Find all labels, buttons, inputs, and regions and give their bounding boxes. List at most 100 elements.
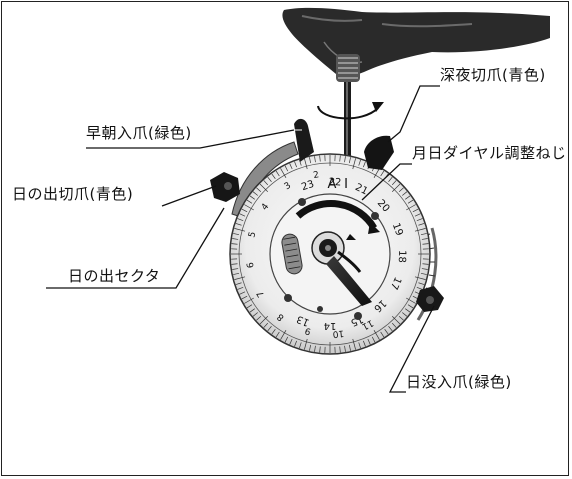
dial-tick [235,223,242,226]
dial-tick [421,268,428,270]
label-month-day-dial-screw: 月日ダイヤル調整ねじ [412,144,567,162]
dial-tick [263,322,269,328]
dial-tick [232,238,239,240]
label-sunrise-off-claw: 日の出切爪(青色) [12,185,134,203]
dial-number: 3 [283,181,293,193]
dial-tick [241,208,248,213]
dial-tick [398,315,404,321]
dial-tick [422,263,429,265]
label-early-morning-claw: 早朝入爪(緑色) [86,124,192,142]
dial-tick [407,304,414,309]
leader-sunrise-off [161,185,217,207]
dial-tick [232,268,239,270]
dial-tick [280,168,287,178]
dial-tick [234,228,246,232]
dial-tick [363,340,366,347]
dial-tick [348,344,351,351]
dial-tick [339,346,341,353]
dial-tick [380,170,385,177]
leader-early-morning [86,129,295,149]
dial-tick [299,159,302,166]
dial-number: 18 [396,250,407,263]
dial-tick [246,199,253,204]
dial-tick [259,315,269,325]
dial-tick [235,282,242,285]
dial-tick [233,233,240,236]
dial-number: 2 [313,170,320,181]
leader-sunrise-sector [46,207,225,289]
dial-tick [309,344,312,351]
dial-tick [246,304,253,309]
dial-number: 8 [276,311,287,323]
dial-tick [263,180,269,186]
dial-tick [391,180,397,186]
dial-tick [304,338,308,350]
dial-tick [239,291,246,295]
dial-tick [363,161,366,168]
dial-tick [289,163,293,170]
leader-late-night [387,85,440,143]
dial-tick [267,326,272,332]
leader-sunset-on [388,305,435,393]
dial-tick [294,161,297,168]
dial-tick [256,187,262,193]
dial-tick [237,218,244,221]
early-morning-claw [294,118,314,162]
label-late-night-claw: 深夜切爪(青色) [440,66,546,84]
dial-tick [339,155,341,162]
dial-tick [391,183,401,193]
dial-tick [358,159,361,166]
dial-tick [284,336,289,343]
dial-tick [239,213,246,217]
dial-tick [380,331,385,338]
dial-tick [371,336,376,343]
dial-tick [367,338,371,345]
dial-tick [384,329,389,335]
dial-number: 22 [328,177,341,189]
dial-number: 10 [332,327,345,338]
dial-tick [289,338,293,345]
dial-tick [388,176,393,182]
dial-tick [406,204,416,211]
dial-tick [344,345,346,352]
dial-tick [271,329,276,335]
dial-tick [414,228,426,232]
dial-tick [252,312,258,317]
dial-tick [406,297,416,304]
dial-tick [256,315,262,321]
dial-tick [259,183,269,193]
leader-lines [46,85,440,393]
dial-number: 17 [388,275,403,291]
dial-tick [267,176,272,182]
sunrise-off-claw [210,172,240,202]
dial-number: 6 [246,261,257,268]
dial-tick [352,158,356,170]
dial-tick [280,330,287,340]
dial-tick [284,165,289,172]
dial-tick [348,157,351,164]
label-sunset-on-claw: 日没入爪(緑色) [406,373,512,391]
dial-tick [373,168,380,178]
dial-tick [407,199,414,204]
dial-tick [244,204,254,211]
dial-tick [416,218,423,221]
dial-tick [231,263,238,265]
dial-tick [414,213,421,217]
dial-tick [314,156,316,163]
dial-tick [402,191,408,196]
dial-tick [352,338,356,350]
dial-tick [412,208,419,213]
dial-tick [398,187,404,193]
dial-tick [299,342,302,349]
dial-tick [304,158,308,170]
dial-tick [420,233,427,236]
hand-with-screwdriver [282,7,550,190]
dial-tick [344,156,346,163]
dial-tick [314,345,316,352]
dial-number: 23 [300,179,316,193]
dial-tick [294,340,297,347]
dial-tick [388,326,393,332]
dial-tick [373,330,380,340]
dial-number: 11 [360,317,375,331]
